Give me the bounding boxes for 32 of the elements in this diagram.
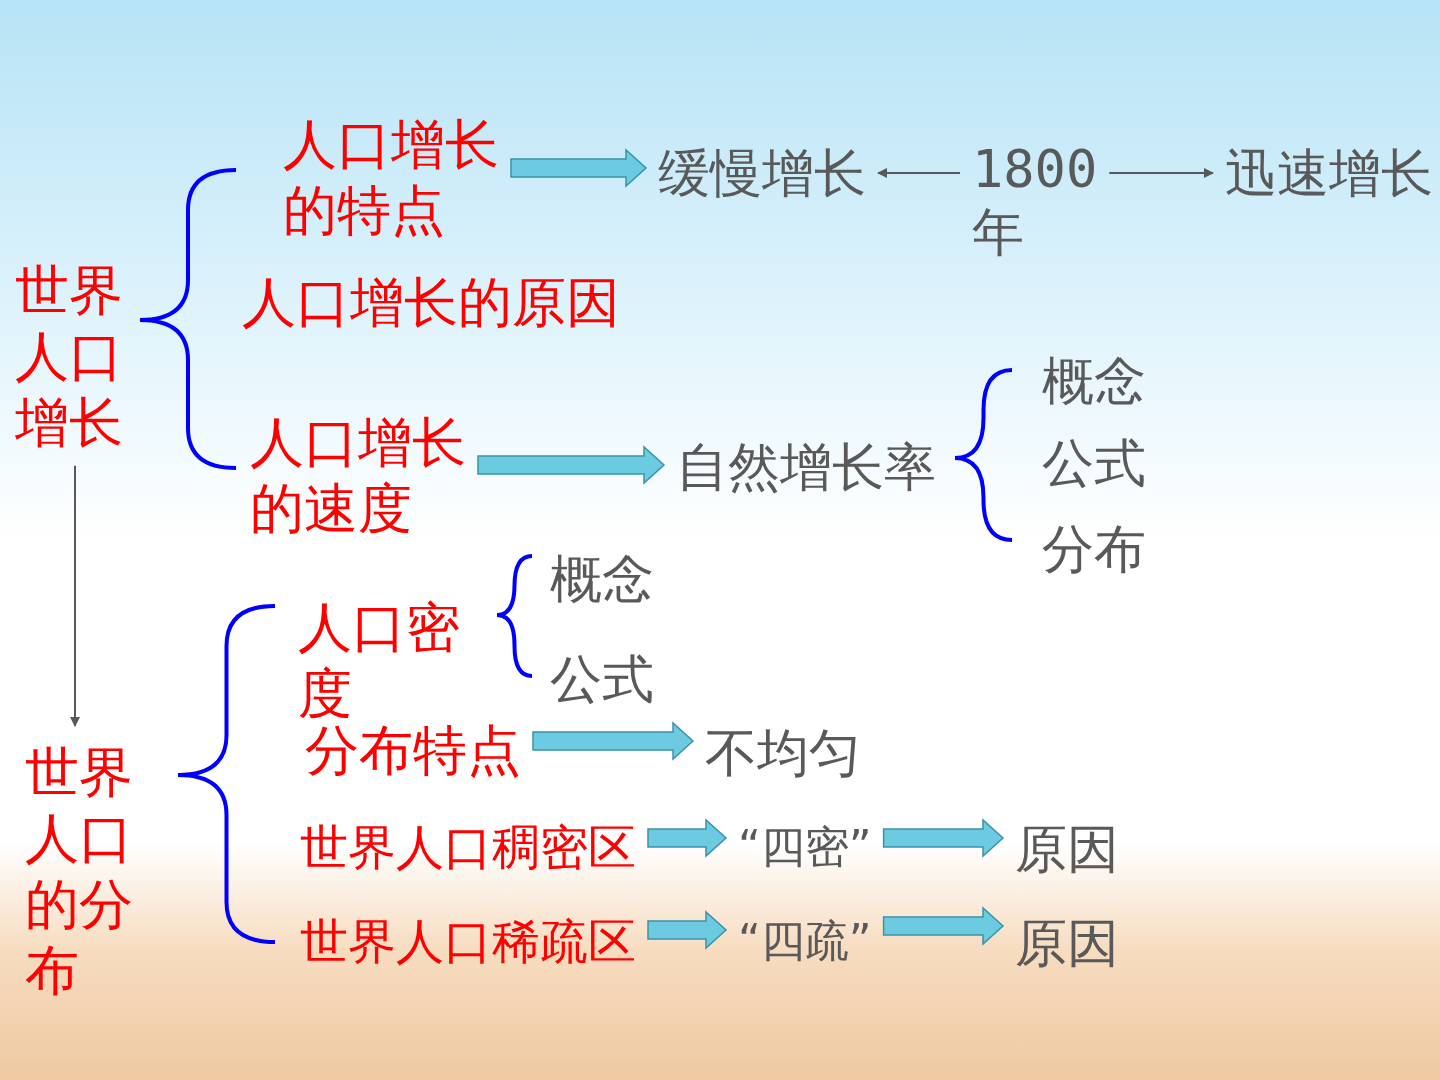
block-arrow <box>510 148 648 188</box>
block-arrow <box>647 910 728 950</box>
arrow <box>877 168 961 178</box>
term-text: 公式 <box>1042 432 1162 496</box>
block-arrow <box>882 906 1005 946</box>
term-text: 概念 <box>1042 350 1162 414</box>
term-text: 不均匀 <box>705 722 885 786</box>
arrow <box>70 464 80 727</box>
term-text: 概念 <box>550 548 670 612</box>
term-text: 公式 <box>550 648 670 712</box>
term-text: 缓慢增长 <box>658 142 888 206</box>
term-text: “四疏” <box>738 914 918 968</box>
block-arrow <box>882 818 1005 858</box>
year-text: 1800年 <box>972 138 1112 265</box>
topic-heading: 人口增长的特点 <box>283 112 515 244</box>
topic-heading: 人口增长的原因 <box>242 270 642 336</box>
topic-heading: 人口增长的速度 <box>250 410 482 542</box>
term-text: 分布 <box>1042 518 1162 582</box>
term-text: 自然增长率 <box>676 436 966 500</box>
term-text: 原因 <box>1015 818 1135 882</box>
block-arrow <box>532 721 695 761</box>
topic-heading: 世界人口的分布 <box>25 740 143 1004</box>
term-text: “四密” <box>738 820 918 874</box>
topic-heading: 世界人口稠密区 <box>300 818 645 877</box>
topic-heading: 分布特点 <box>305 718 545 784</box>
topic-heading: 世界人口稀疏区 <box>300 912 645 971</box>
term-text: 迅速增长 <box>1225 142 1437 206</box>
block-arrow <box>647 818 728 858</box>
term-text: 原因 <box>1015 912 1135 976</box>
topic-heading: 世界人口增长 <box>15 258 133 456</box>
arrow <box>1108 168 1214 178</box>
block-arrow <box>477 445 666 485</box>
